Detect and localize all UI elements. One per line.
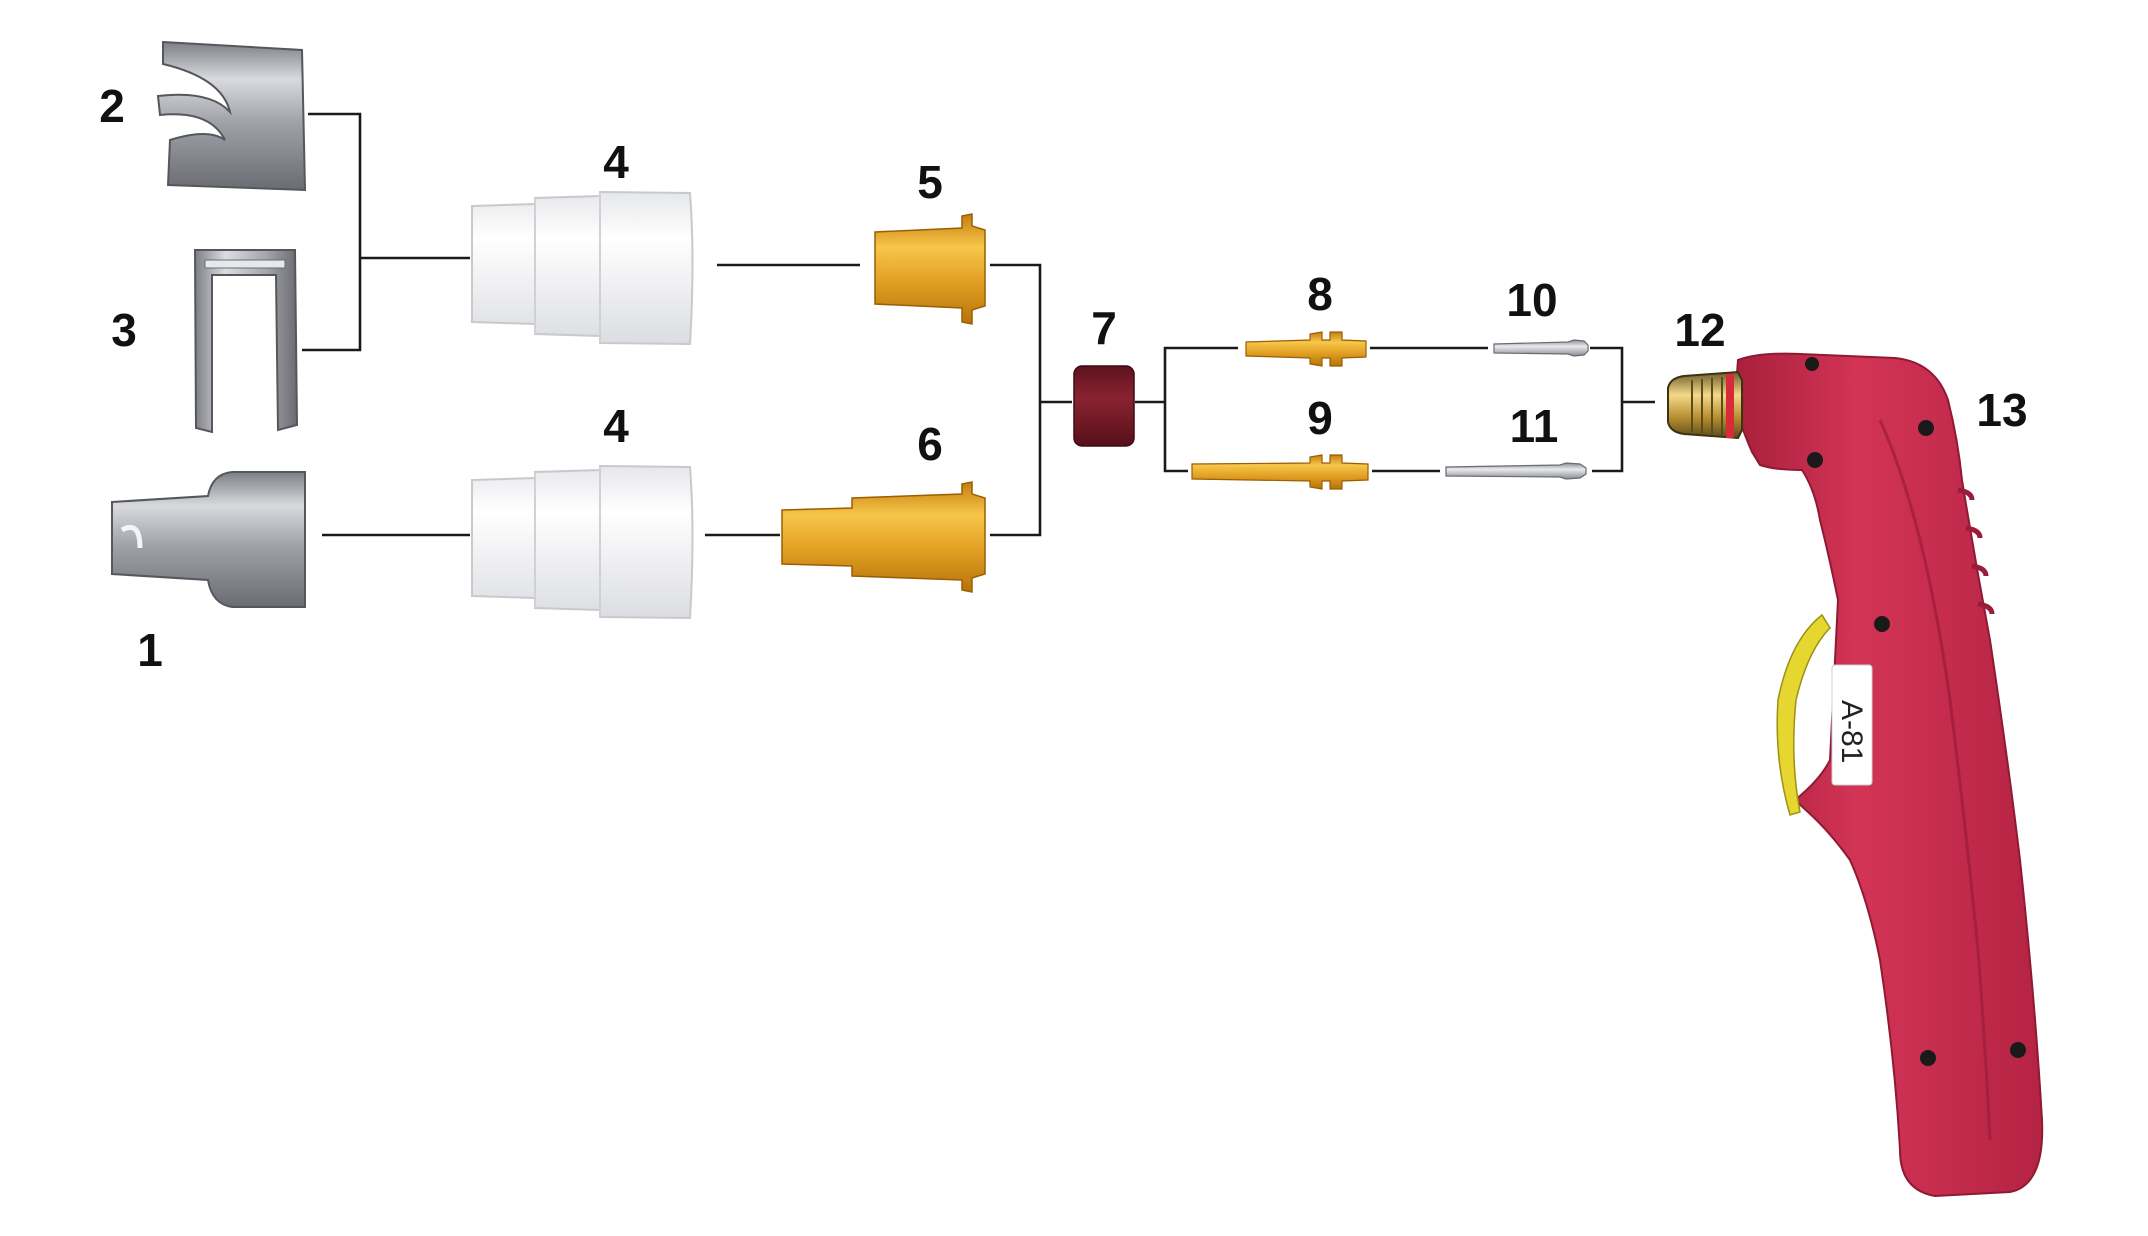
label-10: 10	[1506, 274, 1557, 326]
part-numbers: 2 3 1 4 4 5 6 7 8 9 10 11 12 13	[99, 80, 2027, 676]
part-1-nozzle	[111, 471, 306, 608]
model-label-plate	[1831, 664, 1873, 786]
part-6-long-tip	[781, 481, 986, 593]
part-7-swirl-ring	[1073, 365, 1135, 447]
part-3-spacer-clip	[193, 249, 299, 434]
connector-lines	[302, 112, 1655, 537]
label-13: 13	[1976, 384, 2027, 436]
part-9-long-electrode	[1191, 454, 1369, 490]
label-5: 5	[917, 156, 943, 208]
part-4-upper-ceramic	[471, 190, 694, 346]
part-11-long-pin	[1445, 462, 1587, 480]
label-3: 3	[111, 304, 137, 356]
label-8: 8	[1307, 268, 1333, 320]
label-12: 12	[1674, 304, 1725, 356]
part-2-shield-cup	[156, 40, 307, 192]
part-8-short-electrode	[1245, 331, 1367, 367]
part-4-lower-ceramic	[471, 464, 694, 620]
part-10-short-pin	[1493, 339, 1589, 357]
label-9: 9	[1307, 392, 1333, 444]
model-label: A-81	[1835, 700, 1868, 763]
part-12-torch-head	[1667, 370, 1743, 440]
part-5-short-tip	[874, 213, 986, 325]
part-13-torch-handle: A-81	[1733, 352, 2044, 1198]
label-7: 7	[1091, 302, 1117, 354]
label-4-lower: 4	[603, 400, 629, 452]
label-2: 2	[99, 80, 125, 132]
label-11: 11	[1510, 400, 1559, 452]
label-1: 1	[137, 624, 163, 676]
label-6: 6	[917, 418, 943, 470]
label-4-upper: 4	[603, 136, 629, 188]
